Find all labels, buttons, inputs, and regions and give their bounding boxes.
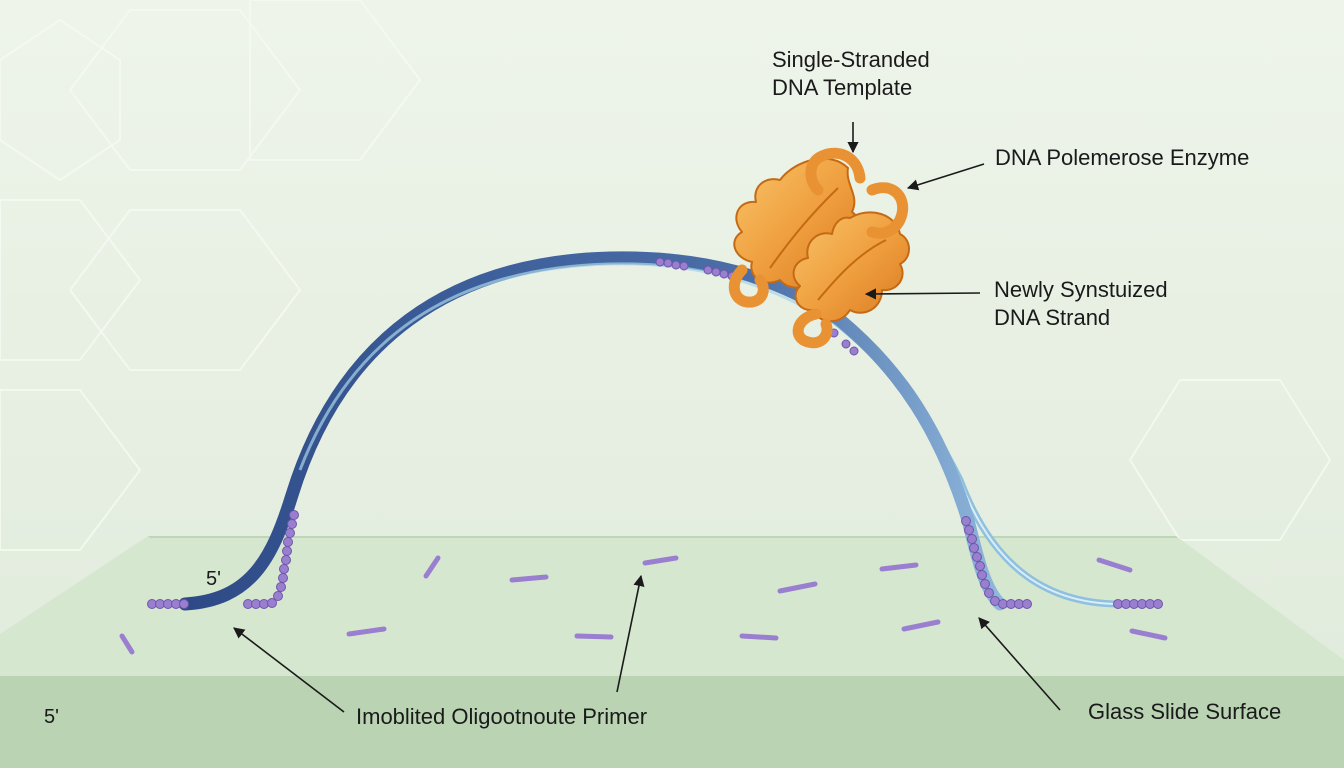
primer-bead <box>287 519 297 529</box>
scattered-oligo <box>777 581 818 594</box>
primer-bead <box>977 570 987 580</box>
primer-bead <box>975 561 985 571</box>
glass-slide-edge <box>148 536 1178 538</box>
five-prime-label-upper: 5' <box>206 568 221 590</box>
new-strand-label-line2: DNA Strand <box>994 305 1111 330</box>
primer-bead <box>278 573 288 583</box>
primer-bead <box>719 269 729 279</box>
primer-bead <box>179 599 189 609</box>
primer-bead <box>663 258 673 268</box>
primer-bead <box>1153 599 1163 609</box>
primer-bead <box>972 552 982 562</box>
primer-bead <box>281 555 291 565</box>
enzyme-hook-bottom <box>792 308 833 349</box>
enzyme-hook-right <box>866 182 909 239</box>
template-label-line2: DNA Template <box>772 75 913 100</box>
enzyme-vein <box>769 187 839 269</box>
enzyme-vein <box>817 239 887 301</box>
primer-bead <box>671 260 681 270</box>
primer-bead <box>964 525 974 535</box>
primer-bead <box>282 546 292 556</box>
scattered-oligo <box>642 555 679 566</box>
scattered-oligo <box>423 555 441 579</box>
five-prime-label-lower: 5' <box>44 706 59 728</box>
scattered-oligo <box>879 562 919 572</box>
primer-bead <box>711 267 721 277</box>
scattered-oligo <box>346 626 387 637</box>
scattered-oligo <box>119 633 135 655</box>
primer-bead <box>849 346 859 356</box>
primer-bead <box>841 339 851 349</box>
glass-slide-top <box>0 536 1344 676</box>
new-strand-arrow <box>864 288 981 300</box>
primer-arrow-center <box>616 574 645 693</box>
enzyme-hook-left <box>728 264 769 308</box>
primer-bead <box>967 534 977 544</box>
primer-label: Imoblited Oligootnoute Primer <box>356 704 648 729</box>
primer-bead <box>1022 599 1032 609</box>
primer-bead <box>283 537 293 547</box>
primer-bead <box>984 588 994 598</box>
new-strand-label: Newly Synstuized DNA Strand <box>994 276 1168 332</box>
primer-bead <box>267 598 277 608</box>
glass-slide-front <box>0 676 1344 768</box>
primer-bead <box>289 510 299 520</box>
scattered-oligo <box>1096 557 1133 573</box>
primer-bead <box>276 582 286 592</box>
template-label-line1: Single-Stranded <box>772 47 930 72</box>
dna-strand-highlight <box>298 262 821 471</box>
scattered-oligo <box>509 574 549 583</box>
primer-bead <box>980 579 990 589</box>
glass-arrow <box>978 617 1061 711</box>
glass-slide-label: Glass Slide Surface <box>1088 699 1282 724</box>
scattered-oligo <box>1129 628 1168 641</box>
primer-bead <box>961 516 971 526</box>
scattered-oligo <box>739 633 779 641</box>
scattered-oligos <box>119 555 1168 655</box>
leader-arrows <box>233 122 1061 713</box>
primer-bead <box>969 543 979 553</box>
primer-bead <box>703 265 713 275</box>
primer-bead <box>285 528 295 538</box>
primer-bead <box>273 591 283 601</box>
primer-bead <box>655 257 665 267</box>
primer-bead <box>279 564 289 574</box>
polymerase-label: DNA Polemerose Enzyme <box>995 145 1250 170</box>
hexagon-pattern <box>0 0 1332 551</box>
new-strand-label-line1: Newly Synstuized <box>994 277 1168 302</box>
primer-arrow-left <box>233 627 345 713</box>
enzyme-hook-top <box>805 147 866 196</box>
template-label: Single-Stranded DNA Template <box>772 46 930 102</box>
primer-bead <box>679 261 689 271</box>
scattered-oligo <box>901 619 941 632</box>
primer-beads <box>147 257 1163 609</box>
polymerase-arrow <box>906 163 985 191</box>
scattered-oligo <box>574 633 614 640</box>
